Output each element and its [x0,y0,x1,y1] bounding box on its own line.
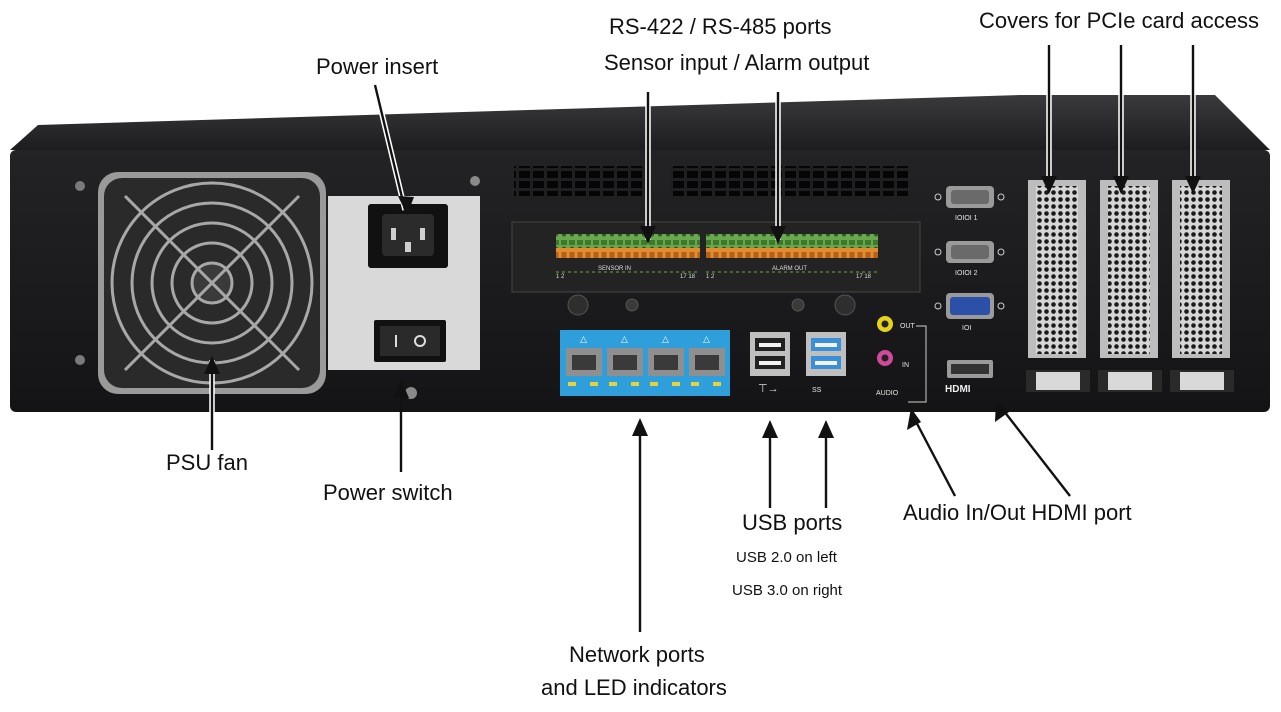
serial-port-1[interactable] [934,186,1005,208]
vga-port[interactable] [934,293,1005,319]
label-psu-fan: PSU fan [166,450,248,475]
pin-label-left-start: 1 2 [556,274,565,280]
serial-port-2[interactable] [934,241,1005,263]
screw-icon [470,176,480,186]
vga-label: IOI [962,325,971,332]
power-inlet [368,204,448,268]
hdmi-port[interactable] [947,360,993,378]
usb3-ports[interactable] [806,332,846,376]
vent-grille [514,166,644,196]
pcie-cover-2 [1098,180,1162,392]
label-usb-ports: USB ports [742,510,842,535]
pin-label-right-start: 1 2 [706,274,715,280]
alarm-out-label: ALARM OUT [772,266,807,272]
ethernet-port[interactable] [607,348,643,386]
audio-label: AUDIO [876,390,899,397]
psu-plate [328,196,480,370]
pcie-cover-1 [1026,180,1090,392]
terminal-panel: SENSOR IN ALARM OUT 1 2 17 18 1 2 17 18 [511,221,921,293]
pin-label-left-end: 17 18 [680,274,696,280]
screw-icon [75,181,85,191]
pin-label-right-end: 17 18 [856,274,872,280]
audio-out-label: OUT [900,323,916,330]
ss-usb-label: SS [812,387,822,394]
label-audio-hdmi: Audio In/Out HDMI port [903,500,1132,525]
label-rs-ports: RS-422 / RS-485 ports [609,14,832,39]
label-network-ports: Network ports [569,642,705,667]
chassis-top [10,95,1270,150]
label-usb2: USB 2.0 on left [736,549,838,566]
label-power-insert: Power insert [316,54,438,79]
screw-icon [791,298,805,312]
hdmi-logo: HDMI [945,384,971,395]
audio-in-jack[interactable] [877,350,893,366]
com2-label: IOIOI 2 [955,270,978,277]
sensor-in-label: SENSOR IN [598,266,631,272]
network-ports: △ △ △ △ [560,330,730,396]
ethernet-port[interactable] [689,348,725,386]
audio-in-label: IN [902,362,909,369]
usb2-ports[interactable] [750,332,790,376]
network-icon: △ [621,334,628,344]
vent-grille [670,166,908,196]
network-icon: △ [662,334,669,344]
label-usb3: USB 3.0 on right [732,582,843,599]
psu-fan [98,172,326,394]
ethernet-port[interactable] [648,348,684,386]
usb-icon: ⊤→ [758,383,779,395]
label-pcie-covers: Covers for PCIe card access [979,8,1259,33]
label-sensor-alarm: Sensor input / Alarm output [604,50,869,75]
pcie-cover-3 [1170,180,1234,392]
thumbscrew-icon [567,294,589,316]
thumbscrew-icon [834,294,856,316]
label-power-switch: Power switch [323,480,453,505]
power-switch[interactable] [374,320,446,362]
label-led-indicators: and LED indicators [541,675,727,700]
ethernet-port[interactable] [566,348,602,386]
audio-out-jack[interactable] [877,316,893,332]
network-icon: △ [580,334,587,344]
callout-arrows [204,45,1201,632]
com1-label: IOIOI 1 [955,215,978,222]
network-icon: △ [703,334,710,344]
screw-icon [625,298,639,312]
screw-icon [75,355,85,365]
